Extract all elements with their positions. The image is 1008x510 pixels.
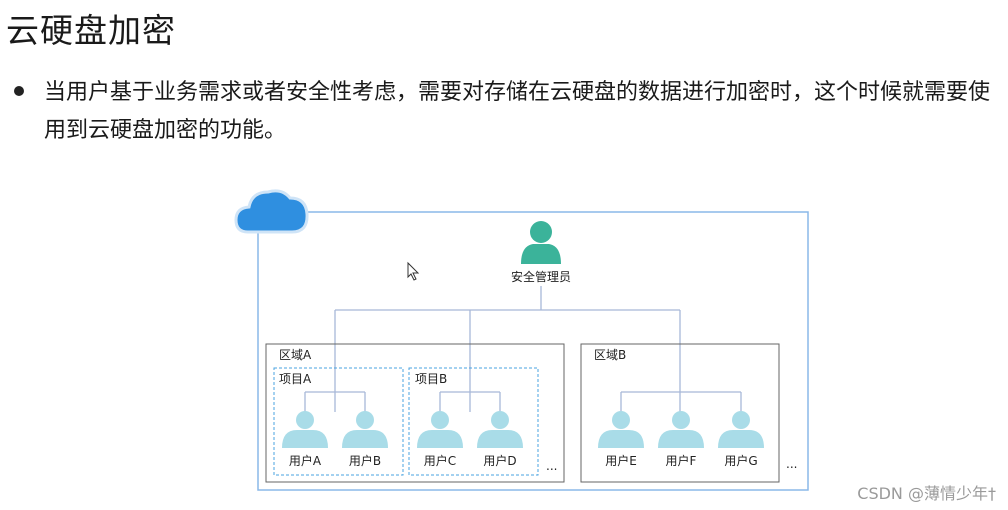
user-icon: [718, 411, 764, 448]
ellipsis-region-a: ...: [546, 459, 557, 473]
project-a-label: 项目A: [279, 372, 312, 386]
region-b-label: 区域B: [594, 348, 626, 362]
user-f-label: 用户F: [666, 453, 697, 468]
user-icon: [477, 411, 523, 448]
project-a-box: [273, 367, 404, 476]
user-g-label: 用户G: [724, 453, 757, 468]
user-icon: [342, 411, 388, 448]
region-a-box: [265, 343, 565, 483]
user-c-label: 用户C: [424, 453, 456, 468]
ellipsis-region-b: ...: [786, 457, 797, 471]
cloud-boundary: [257, 211, 809, 491]
cloud-icon: [234, 189, 309, 234]
user-icon: [282, 411, 328, 448]
user-icon: [658, 411, 704, 448]
user-icon: [598, 411, 644, 448]
page-title: 云硬盘加密: [6, 11, 176, 50]
user-d-label: 用户D: [483, 453, 516, 468]
connector-lines: [304, 286, 742, 412]
mouse-cursor-icon: [407, 261, 420, 281]
project-b-label: 项目B: [415, 372, 447, 386]
admin-label: 安全管理员: [511, 269, 571, 284]
region-b-box: [580, 343, 780, 483]
watermark: CSDN @薄情少年†: [857, 484, 996, 503]
bullet-text: 当用户基于业务需求或者安全性考虑，需要对存储在云硬盘的数据进行加密时，这个时候就…: [44, 80, 991, 143]
region-a-label: 区域A: [279, 348, 312, 362]
user-a-label: 用户A: [289, 453, 322, 468]
project-b-box: [408, 367, 539, 476]
user-e-label: 用户E: [605, 453, 637, 468]
user-icon: [417, 411, 463, 448]
admin-icon: [521, 221, 561, 264]
bullet-dot: [14, 86, 24, 96]
user-b-label: 用户B: [349, 453, 381, 468]
